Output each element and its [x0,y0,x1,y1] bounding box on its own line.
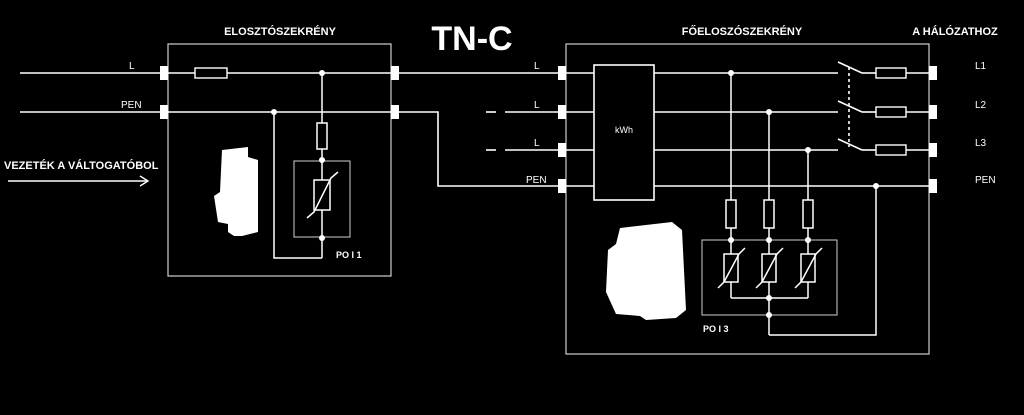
left-line-label-pen: PEN [121,100,142,111]
output-label-l3: L3 [975,138,987,149]
left-line-label-l: L [129,61,135,72]
fuse-l2 [875,106,907,118]
spd-left [273,73,351,259]
output-label-l2: L2 [975,100,987,111]
energy-meter [593,64,655,201]
fuse-l-left [194,67,228,79]
network-label: A HÁLÓZATHOZ [912,25,998,38]
diagram-title: TN-C [431,20,512,58]
spd-device-image [214,147,258,236]
spd-right-label: PO I 3 [703,324,729,334]
right-box-title: FŐELOSZÓSZEKRÉNY [682,25,803,38]
left-box-title: ELOSZTÓSZEKRÉNY [224,25,337,38]
terminal-blocks [160,66,937,193]
spd-left-label: PO I 1 [336,250,362,260]
fuse-l3 [875,144,907,156]
source-arrow-icon [8,175,150,187]
distribution-cabinet-frame [167,43,392,277]
meter-label: kWh [615,125,633,135]
output-label-l1: L1 [975,61,987,72]
output-label-pen: PEN [975,175,996,186]
meter-line-label-2: L [534,100,540,111]
main-cabinet-frame [565,43,930,355]
spd-device-image-right [606,222,686,320]
meter-line-label-1: L [534,61,540,72]
source-label: VEZETÉK A VÁLTOGATÓBOL [4,159,159,172]
meter-line-label-3: L [534,138,540,149]
fuse-l1 [875,67,907,79]
meter-line-label-pen: PEN [526,175,547,186]
